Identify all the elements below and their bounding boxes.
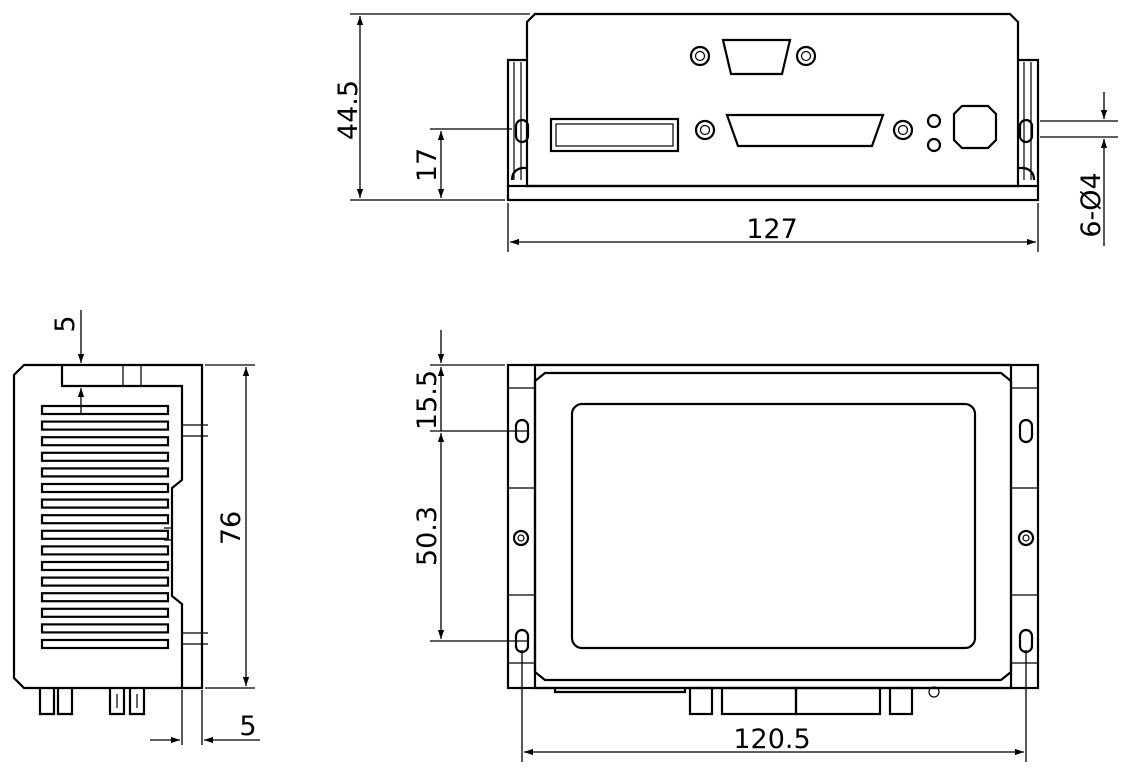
heatsink-fin: [40, 592, 170, 603]
heatsink-fin: [40, 420, 170, 431]
heatsink-fin: [40, 529, 170, 540]
mount-holes-label: 6-Ø4: [1076, 172, 1107, 237]
terminal-icon: [108, 688, 146, 716]
side-dimensions: [77, 310, 260, 745]
heatsink-fin: [40, 404, 170, 416]
led-icon: [926, 137, 942, 153]
hole-offset-label: 15.5: [412, 370, 443, 430]
width-total-label: 127: [746, 214, 798, 245]
heatsink-fin: [40, 576, 170, 587]
db9-connector: [721, 38, 792, 76]
heatsink-fin: [40, 482, 170, 494]
heatsink-fin: [40, 623, 170, 634]
heatsink-fin: [40, 467, 170, 478]
heatsink-fin: [40, 498, 170, 509]
heatsink-fin: [40, 451, 170, 462]
front-dimensions: [350, 13, 1118, 252]
terminal-icon: [38, 688, 74, 716]
rj45-connector: [952, 104, 998, 150]
heatsink-fin: [40, 638, 170, 650]
top-dimensions: [430, 330, 1027, 762]
top-step-label: 5: [50, 315, 81, 332]
led-icon: [926, 113, 942, 129]
power-connector: [549, 117, 680, 153]
hole-spacing-label: 50.3: [412, 506, 443, 566]
height-total-label: 44.5: [333, 80, 364, 140]
heatsink-fin: [40, 607, 170, 618]
heatsink-fin: [40, 514, 170, 525]
top-view: [506, 363, 1040, 716]
height-mount-label: 17: [412, 148, 443, 182]
db25-connector: [725, 113, 885, 148]
heatsink-fins: [40, 404, 170, 650]
heatsink-fin: [40, 436, 170, 447]
label-panel: [570, 402, 977, 650]
depth-total-label: 76: [216, 511, 247, 545]
side-view: [12, 363, 208, 716]
heatsink-fin: [40, 560, 170, 572]
bottom-step-label: 5: [239, 711, 256, 742]
hole-pitch-width-label: 120.5: [733, 724, 810, 755]
front-view: [506, 12, 1040, 202]
heatsink-fin: [40, 545, 170, 556]
